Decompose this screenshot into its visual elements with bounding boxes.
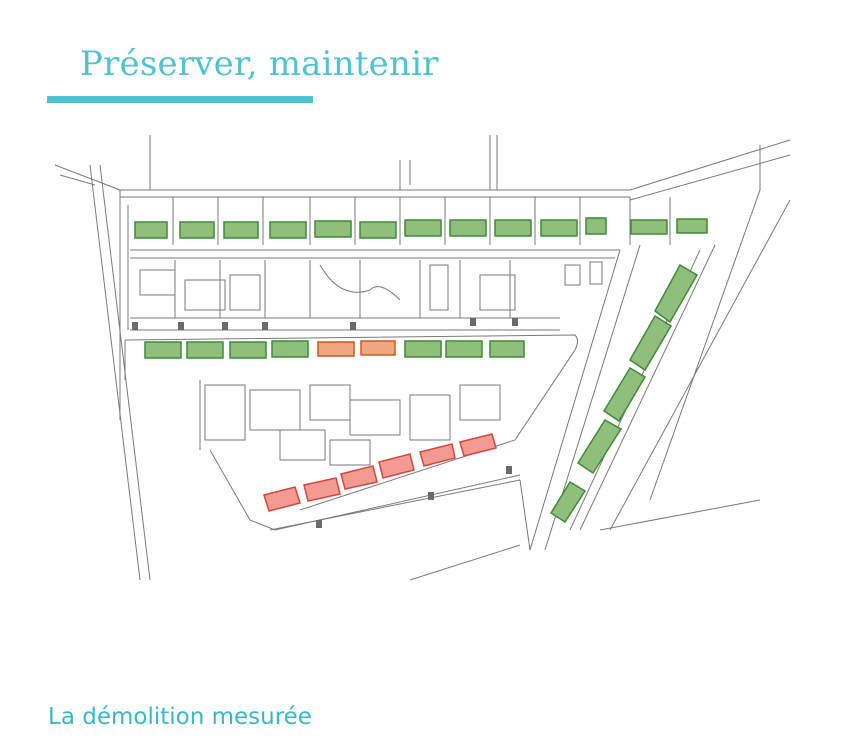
street-lines	[54, 135, 791, 581]
title-underline	[47, 96, 313, 103]
demolished-buildings	[263, 433, 497, 512]
partial-buildings	[317, 340, 396, 357]
street-markers	[132, 318, 518, 528]
page-title: Préserver, maintenir	[80, 44, 439, 84]
section-subtitle: La démolition mesurée	[48, 704, 312, 730]
preserved-buildings	[134, 217, 708, 524]
urban-plan-map	[54, 135, 791, 581]
